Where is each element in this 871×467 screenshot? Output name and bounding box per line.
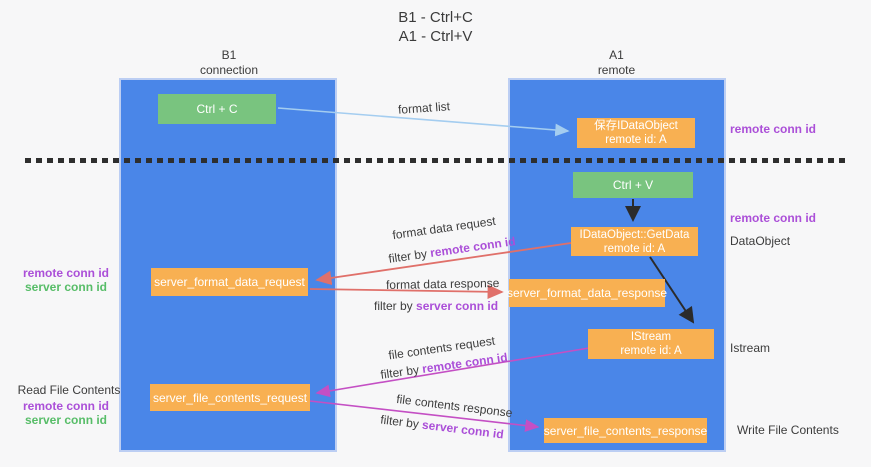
node-server-file-contents-response: server_file_contents_response — [544, 418, 707, 443]
node-server-file-contents-request-label: server_file_contents_request — [152, 390, 308, 405]
title-line-2: A1 - Ctrl+V — [398, 28, 473, 45]
node-server-file-contents-request: server_file_contents_request — [150, 384, 310, 411]
column-b1-subtitle: connection — [199, 63, 259, 77]
server-conn-id-text: server conn id — [421, 417, 505, 442]
diagram-title: B1 - Ctrl+C A1 - Ctrl+V — [0, 8, 871, 46]
node-ctrl-v-label: Ctrl + V — [612, 178, 654, 192]
edge-label-format-data-response-filter: filter by server conn id — [374, 299, 498, 313]
node-getdata-line1: IDataObject::GetData — [579, 228, 690, 241]
column-header-a1: A1 remote — [508, 48, 725, 78]
right-label-istream: Istream — [730, 341, 771, 355]
remote-conn-id-text: remote conn id — [429, 234, 517, 260]
title-line-1: B1 - Ctrl+C — [398, 9, 473, 26]
node-server-format-data-response-label: server_format_data_response — [506, 286, 668, 300]
filter-by-text: filter by — [387, 246, 432, 266]
node-save-idataobject: 保存IDataObject remote id: A — [577, 118, 695, 148]
server-conn-id-text: server conn id — [416, 299, 499, 313]
column-b1-title: B1 — [221, 48, 237, 62]
node-istream: IStream remote id: A — [588, 329, 714, 359]
node-server-format-data-request-label: server_format_data_request — [154, 275, 305, 289]
column-a1-title: A1 — [609, 48, 624, 62]
node-ctrl-c: Ctrl + C — [158, 94, 276, 124]
left-label-server-conn-id-1: server conn id — [24, 280, 108, 294]
node-server-file-contents-response-label: server_file_contents_response — [543, 423, 708, 438]
left-label-read-file-contents: Read File Contents — [17, 383, 121, 397]
edge-label-format-list: format list — [397, 99, 451, 117]
column-header-b1: B1 connection — [120, 48, 338, 78]
node-istream-line1: IStream — [630, 331, 672, 343]
node-idataobject-getdata: IDataObject::GetData remote id: A — [571, 227, 698, 256]
node-getdata-line2: remote id: A — [603, 242, 666, 255]
filter-by-text: filter by — [374, 299, 417, 313]
column-a1-subtitle: remote — [597, 63, 636, 77]
node-ctrl-v: Ctrl + V — [573, 172, 693, 198]
node-ctrl-c-label: Ctrl + C — [196, 102, 238, 116]
node-server-format-data-response: server_format_data_response — [506, 279, 668, 307]
left-label-remote-conn-id-2: remote conn id — [22, 399, 109, 413]
right-label-dataobject: DataObject — [730, 234, 791, 248]
node-istream-line2: remote id: A — [620, 345, 682, 357]
right-label-remote-conn-id-2: remote conn id — [730, 211, 817, 225]
filter-by-text: filter by — [379, 362, 424, 382]
left-label-server-conn-id-2: server conn id — [24, 413, 108, 427]
edge-label-format-data-response: format data response — [385, 276, 500, 292]
session-divider-dashed-line — [25, 158, 845, 163]
right-label-write-file-contents: Write File Contents — [737, 423, 839, 437]
node-save-idataobject-line2: remote id: A — [605, 134, 667, 146]
left-label-remote-conn-id-1: remote conn id — [22, 266, 109, 280]
filter-by-text: filter by — [379, 412, 424, 432]
node-server-format-data-request: server_format_data_request — [151, 268, 308, 296]
node-save-idataobject-line1: 保存IDataObject — [594, 120, 678, 132]
right-label-remote-conn-id-1: remote conn id — [730, 122, 817, 136]
